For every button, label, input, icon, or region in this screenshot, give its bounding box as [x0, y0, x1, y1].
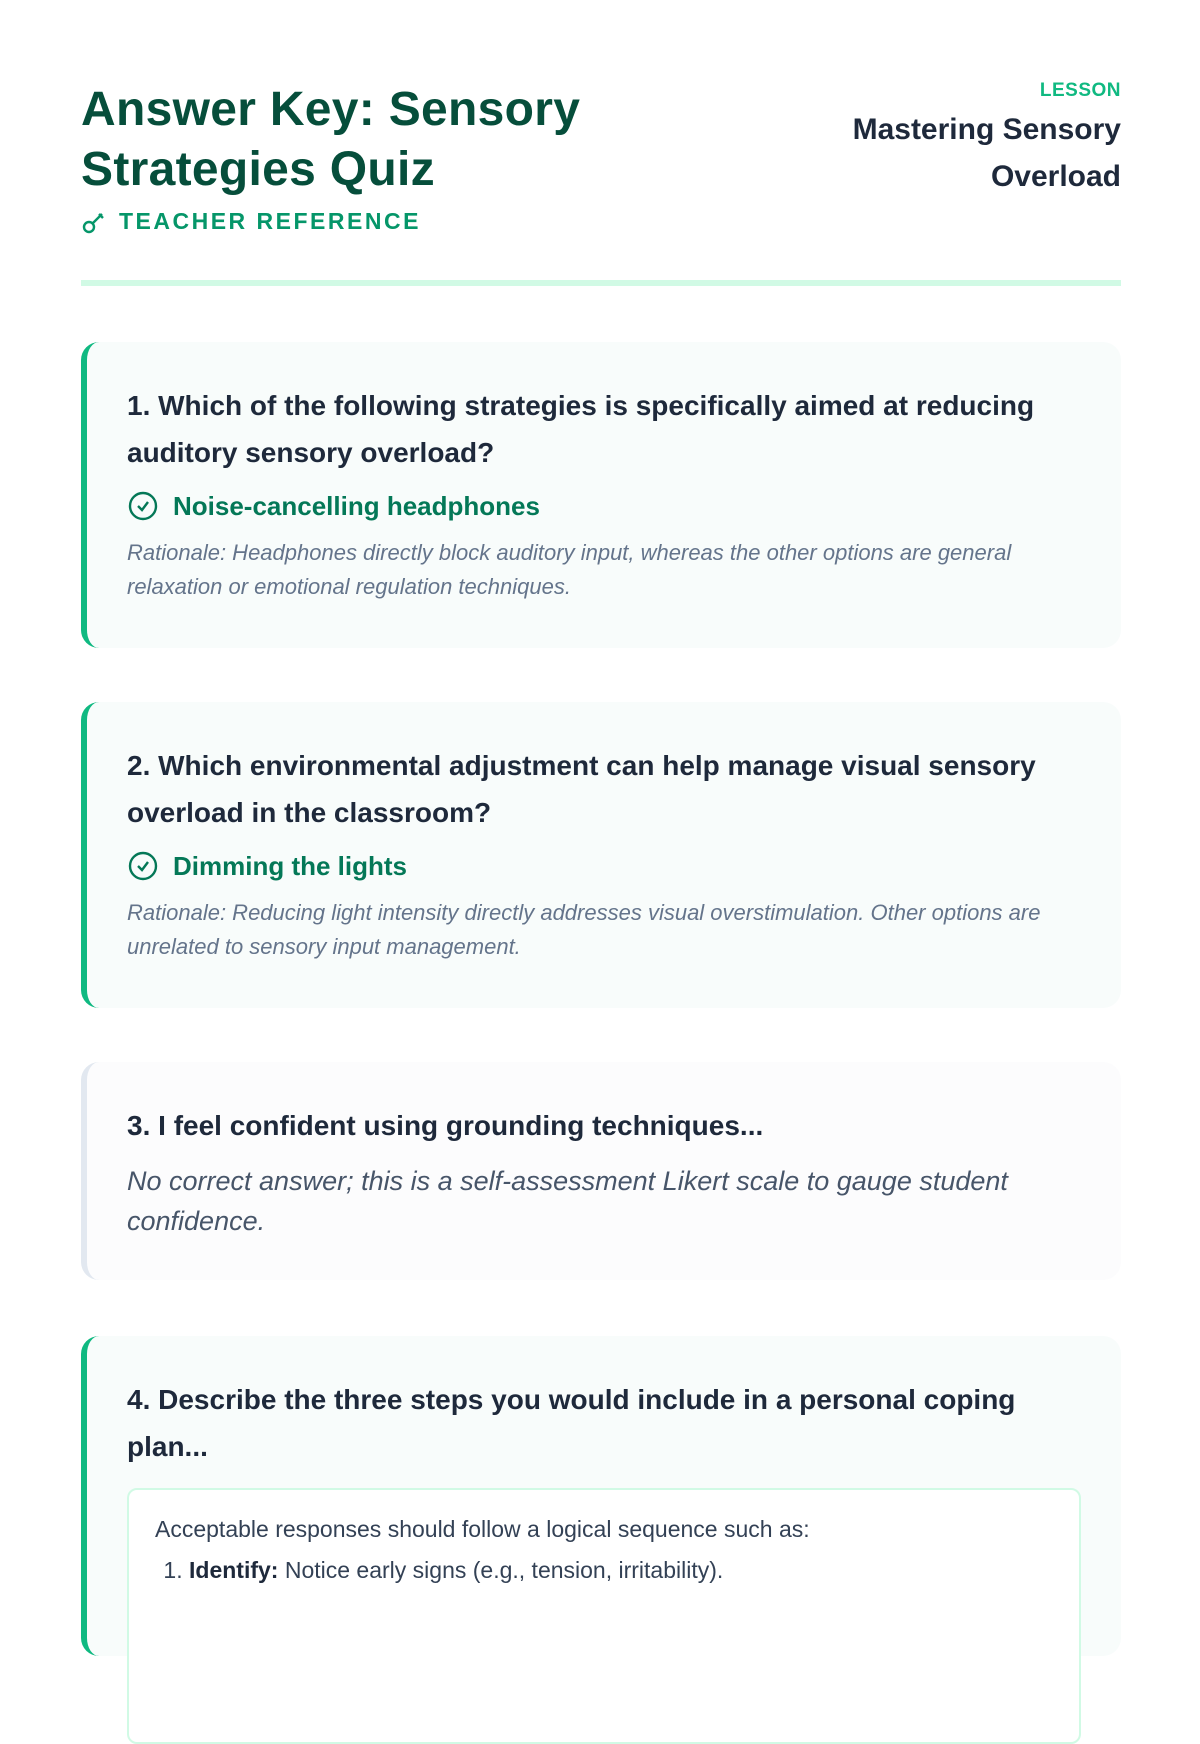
steps-list: Identify: Notice early signs (e.g., tens… [155, 1557, 1053, 1584]
question-text: 1. Which of the following strategies is … [127, 390, 1035, 468]
rationale: Rationale: Headphones directly block aud… [127, 540, 1012, 599]
question-card-3: 3. I feel confident using grounding tech… [81, 1062, 1121, 1280]
step-item: Identify: Notice early signs (e.g., tens… [189, 1557, 1053, 1584]
question-card-4: 4. Describe the three steps you would in… [81, 1336, 1121, 1744]
key-icon [82, 212, 104, 233]
question-card-2: 2. Which environmental adjustment can he… [81, 702, 1121, 1008]
question-text: 3. I feel confident using grounding tech… [127, 1110, 764, 1141]
check-circle-icon [128, 851, 158, 881]
header-divider [81, 280, 1121, 286]
check-circle-icon [128, 491, 158, 521]
teacher-reference-tag: TEACHER REFERENCE [81, 208, 1121, 235]
correct-answer: Noise-cancelling headphones [127, 490, 1081, 522]
question-card-1: 1. Which of the following strategies is … [81, 342, 1121, 648]
rationale: Rationale: Reducing light intensity dire… [127, 900, 1041, 959]
question-text: 4. Describe the three steps you would in… [127, 1384, 1016, 1462]
correct-answer: Dimming the lights [127, 850, 1081, 882]
question-text: 2. Which environmental adjustment can he… [127, 750, 1036, 828]
answer-note: No correct answer; this is a self-assess… [127, 1166, 1008, 1236]
acceptable-responses-box: Acceptable responses should follow a log… [127, 1488, 1081, 1744]
